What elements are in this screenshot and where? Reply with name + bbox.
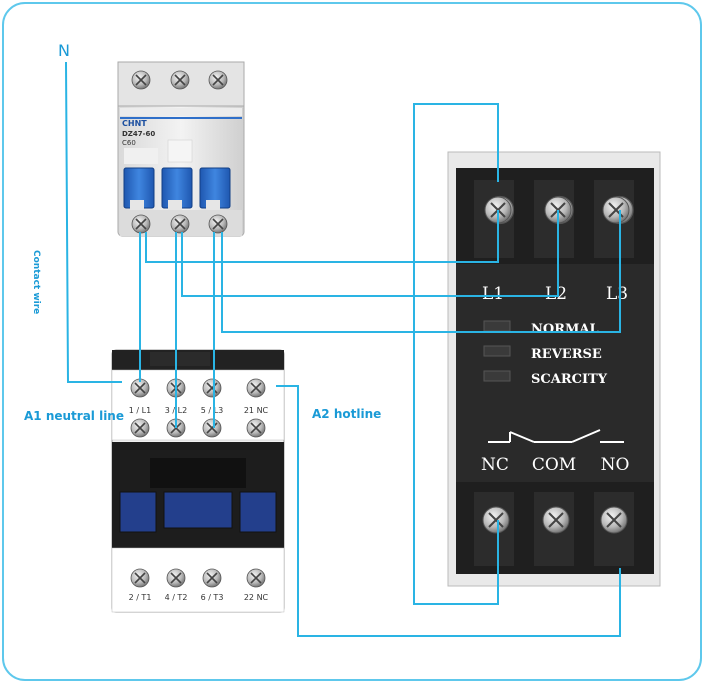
- label-a1-neutral-line: A1 neutral line: [24, 409, 124, 423]
- reverse-indicator-led: [483, 345, 511, 357]
- relay-input-l3: L3: [606, 284, 628, 304]
- contactor-top-terminal-4: 21 NC: [244, 406, 269, 415]
- contactor-window-right: [239, 491, 277, 533]
- scarcity-indicator-led: [483, 370, 511, 382]
- circuit-breaker: CHNT DZ47-60 C60: [117, 61, 245, 237]
- relay-input-l1: L1: [482, 284, 504, 304]
- relay-bottom-screws: [482, 506, 628, 534]
- label-neutral-n: N: [58, 41, 70, 60]
- contactor-bottom-terminal-1: 2 / T1: [129, 593, 152, 602]
- wire-relay-loop: [413, 103, 499, 605]
- normal-indicator-led: [483, 320, 511, 332]
- contactor: 1 / L1 3 / L2 5 / L3 21 NC 2 / T1 4 / T2…: [111, 349, 285, 613]
- contactor-bottom-terminal-4: 22 NC: [244, 593, 269, 602]
- relay-contact-symbol: [488, 429, 624, 443]
- indicator-scarcity: SCARCITY: [531, 372, 608, 387]
- contactor-bottom-terminal-3: 6 / T3: [201, 593, 224, 602]
- contactor-window-left: [119, 491, 157, 533]
- breaker-brand: CHNT: [122, 119, 147, 128]
- label-a2-hotline: A2 hotline: [312, 407, 381, 421]
- wires: [65, 61, 621, 637]
- breaker-rating: C60: [122, 139, 136, 147]
- label-contact-wire: Contact wire: [31, 250, 41, 314]
- breaker-model: DZ47-60: [122, 130, 155, 138]
- relay-output-no: NO: [601, 455, 630, 475]
- wire-phase-l3: [221, 210, 621, 333]
- relay-output-com: COM: [532, 455, 576, 475]
- contactor-top-terminal-3: 5 / L3: [201, 406, 223, 415]
- indicator-normal: NORMAL: [531, 322, 599, 337]
- contactor-top-terminal-1: 1 / L1: [129, 406, 151, 415]
- wire-a2-hotline: [276, 385, 621, 637]
- wire-phase-l1: [145, 210, 499, 263]
- contactor-window-center: [163, 491, 233, 529]
- wire-phase-l2: [181, 210, 559, 297]
- wire-neutral: [65, 61, 122, 383]
- relay-input-l2: L2: [545, 284, 567, 304]
- relay-output-nc: NC: [481, 455, 509, 475]
- indicator-reverse: REVERSE: [531, 347, 602, 362]
- contactor-bottom-terminal-2: 4 / T2: [165, 593, 188, 602]
